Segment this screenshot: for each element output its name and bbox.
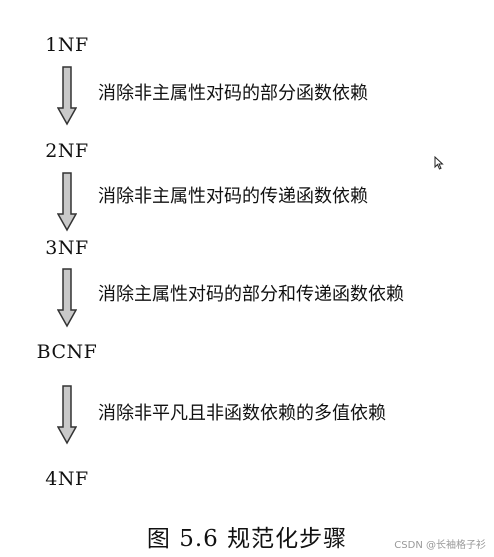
level-bcnf: BCNF bbox=[36, 341, 98, 363]
level-3nf: 3NF bbox=[45, 237, 89, 259]
down-arrow-1 bbox=[57, 66, 77, 126]
figure-caption: 图 5.6 规范化步骤 bbox=[146, 526, 348, 552]
watermark: CSDN @长袖格子衫 bbox=[394, 540, 486, 551]
down-arrow-2 bbox=[57, 172, 77, 232]
step-1-text: 消除非主属性对码的部分函数依赖 bbox=[98, 83, 368, 104]
level-4nf: 4NF bbox=[45, 468, 89, 490]
step-4-text: 消除非平凡且非函数依赖的多值依赖 bbox=[98, 403, 386, 424]
mouse-cursor-icon bbox=[434, 156, 444, 170]
down-arrow-3 bbox=[57, 268, 77, 328]
level-1nf: 1NF bbox=[45, 34, 89, 56]
down-arrow-4 bbox=[57, 385, 77, 445]
level-2nf: 2NF bbox=[45, 140, 89, 162]
step-2-text: 消除非主属性对码的传递函数依赖 bbox=[98, 186, 368, 207]
step-3-text: 消除主属性对码的部分和传递函数依赖 bbox=[98, 284, 404, 305]
